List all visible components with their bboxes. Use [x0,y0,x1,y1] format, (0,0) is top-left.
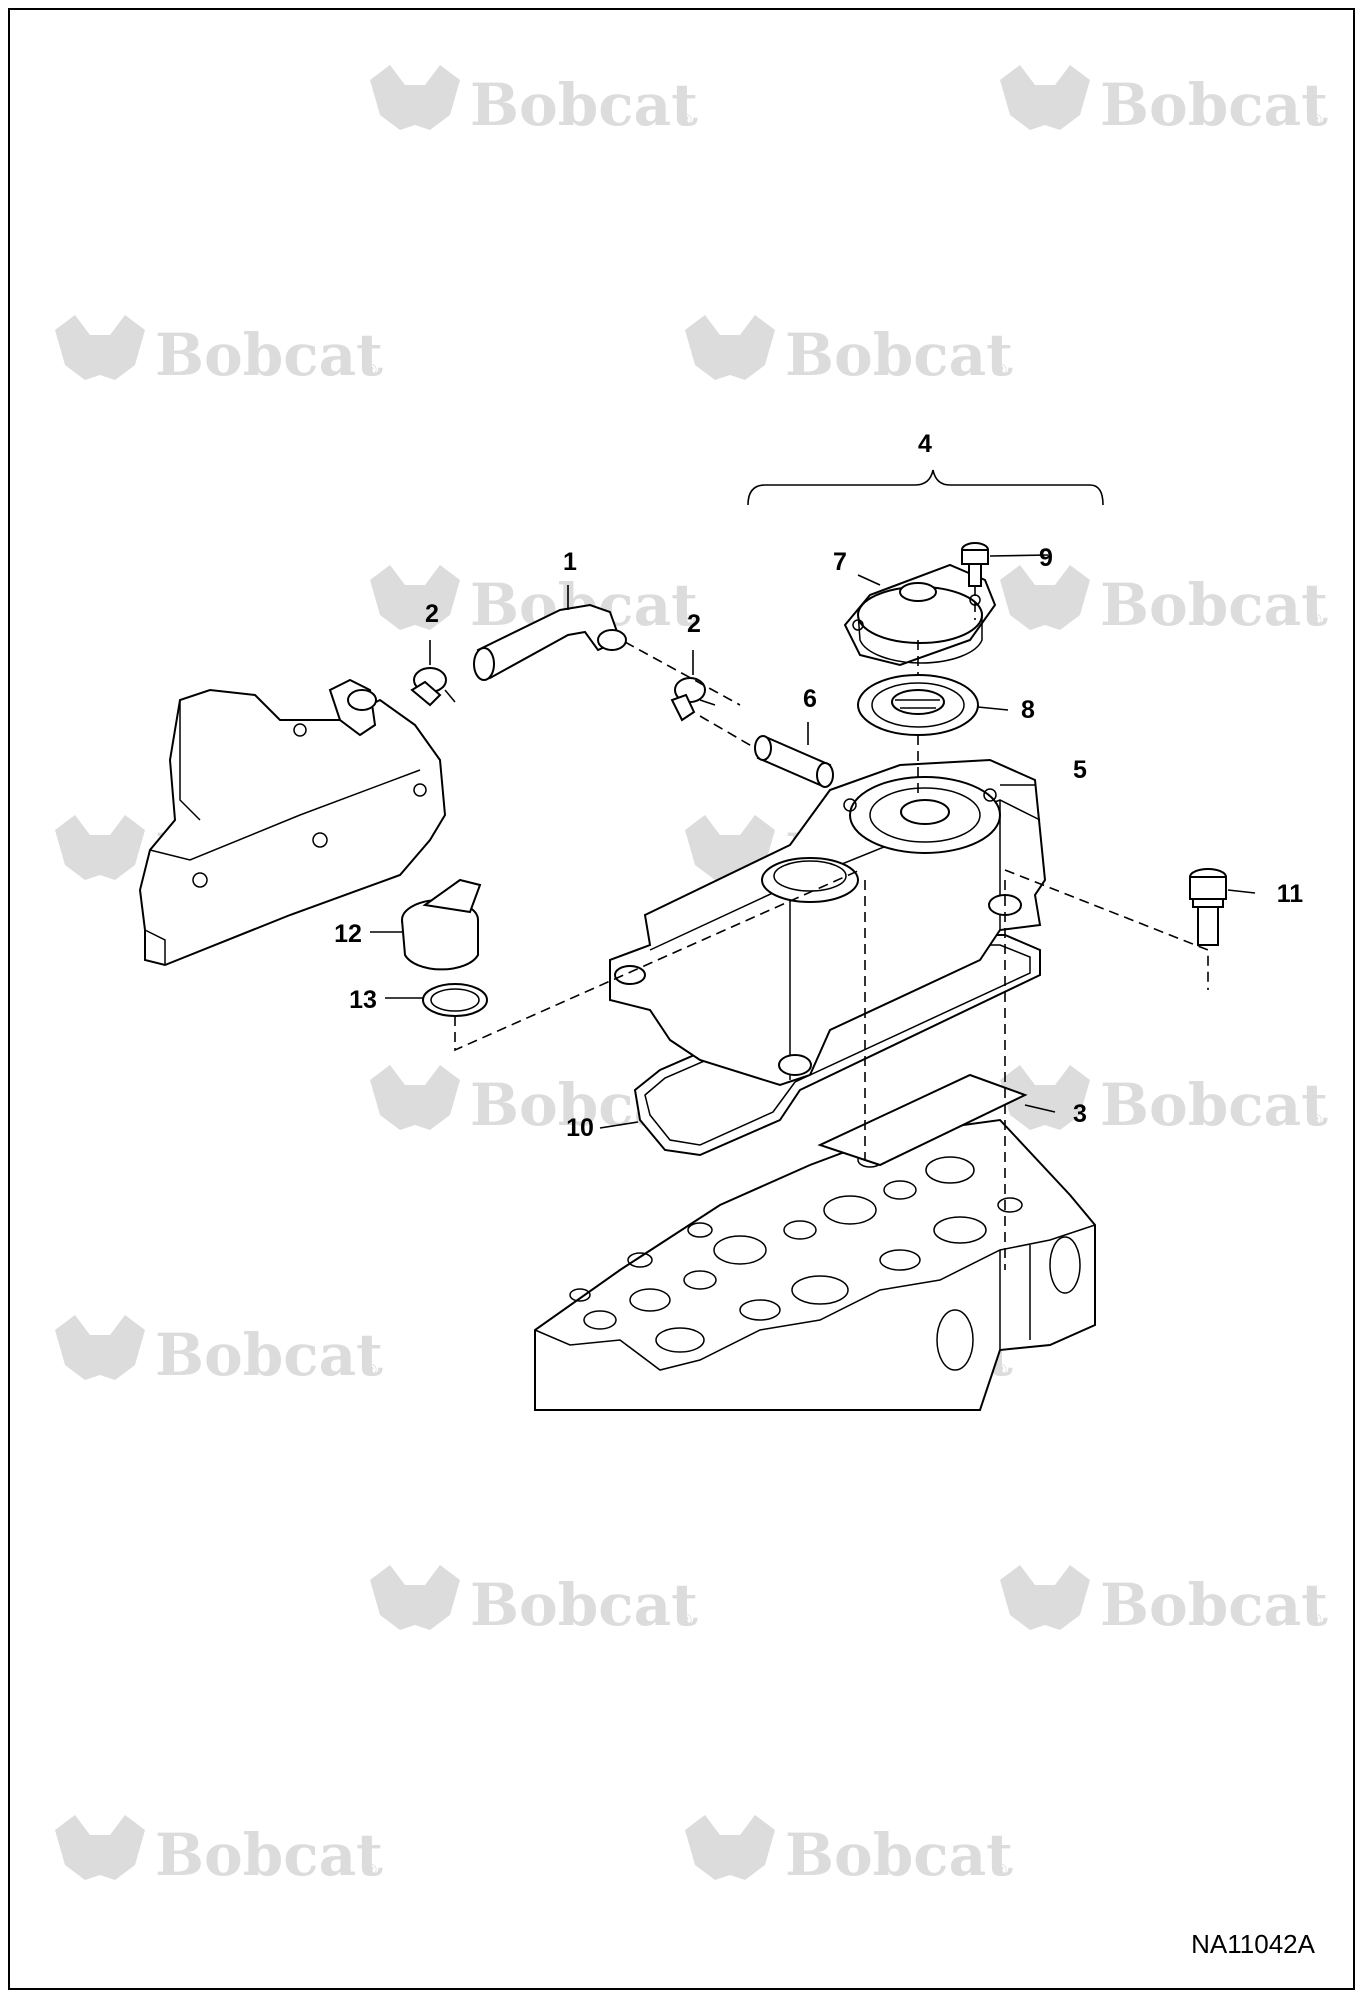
bobcat-watermark: Bobcat® [55,1815,383,1889]
bobcat-logo-icon [1000,1565,1090,1630]
bobcat-logo-icon [55,315,145,380]
hose-clamp-left [410,667,456,707]
callout-2-left: 2 [425,600,439,628]
callout-1: 1 [563,548,577,576]
watermark-registered-mark: ® [365,1862,377,1879]
cover-plate [817,1073,1028,1167]
bobcat-logo-icon [55,815,145,880]
bobcat-watermark: Bobcat® [370,1565,698,1639]
bobcat-logo-icon [55,1315,145,1380]
watermark-brand-text: Bobcat [1100,1571,1328,1639]
callout-7: 7 [833,548,847,576]
watermark-brand-text: Bobcat [1100,1071,1328,1139]
watermark-registered-mark: ® [1310,112,1322,129]
leader-lines [370,554,1256,1129]
cylinder-head-drawing [534,1118,1096,1411]
watermark-registered-mark: ® [680,1612,692,1629]
watermark-brand-text: Bobcat [155,321,383,389]
watermark-registered-mark: ® [365,362,377,379]
callout-4: 4 [918,430,932,458]
bobcat-logo-icon [55,1815,145,1880]
bobcat-watermark: Bobcat® [1000,1065,1328,1139]
watermark-registered-mark: ® [680,112,692,129]
hose-clamp-right [670,677,716,722]
watermark-registered-mark: ® [995,362,1007,379]
oil-filler-cap [401,878,482,971]
bobcat-watermark: Bobcat® [55,315,383,389]
callout-10: 10 [566,1114,594,1142]
bobcat-watermark: Bobcat® [1000,65,1328,139]
watermark-registered-mark: ® [365,1362,377,1379]
callout-6: 6 [803,685,817,713]
bobcat-watermark: Bobcat® [685,1815,1013,1889]
watermark-registered-mark: ® [1310,1612,1322,1629]
bobcat-logo-icon [1000,565,1090,630]
bobcat-logo-icon [685,315,775,380]
bobcat-logo-icon [1000,65,1090,130]
bobcat-logo-icon [370,1065,460,1130]
watermark-brand-text: Bobcat [785,1821,1013,1889]
callout-13: 13 [349,986,377,1014]
bobcat-logo-icon [685,1815,775,1880]
cover-bolt [1189,868,1227,946]
bobcat-logo-icon [370,565,460,630]
callout-9: 9 [1039,544,1053,572]
watermark-brand-text: Bobcat [785,321,1013,389]
o-ring [422,983,488,1017]
watermark-brand-text: Bobcat [155,1821,383,1889]
bobcat-watermark: Bobcat® [370,65,698,139]
breather-cap [843,563,997,667]
bobcat-logo-icon [1000,1065,1090,1130]
breather-tube [754,735,834,788]
bobcat-logo-icon [370,1565,460,1630]
watermark-registered-mark: ® [1310,612,1322,629]
diagram-frame [8,8,1355,1990]
watermark-registered-mark: ® [680,612,692,629]
watermark-brand-text: Bobcat [155,1321,383,1389]
callout-11: 11 [1277,880,1304,908]
intake-manifold [138,678,447,967]
drawing-number: NA11042A [1191,1929,1315,1959]
assembly-lines [454,586,1209,1270]
breather-hose [473,603,627,681]
watermark-registered-mark: ® [1310,1112,1322,1129]
callout-2-right: 2 [687,610,701,638]
bobcat-watermark: Bobcat® [685,315,1013,389]
watermark-brand-text: Bobcat [1100,71,1328,139]
callout-5: 5 [1073,756,1087,784]
watermark-brand-text: Bobcat [470,71,698,139]
callout-12: 12 [334,920,362,948]
bobcat-logo-icon [370,65,460,130]
valve-cover [609,758,1047,1087]
watermark-registered-mark: ® [995,1362,1007,1379]
assembly-bracket [747,469,1104,506]
breather-diaphragm [857,674,979,736]
breather-bolt [961,542,989,587]
callout-8: 8 [1021,696,1035,724]
watermark-registered-mark: ® [995,1862,1007,1879]
watermark-brand-text: Bobcat [470,1571,698,1639]
callout-3: 3 [1073,1100,1087,1128]
bobcat-watermark: Bobcat® [1000,565,1328,639]
bobcat-watermark: Bobcat® [55,1315,383,1389]
watermark-brand-text: Bobcat [1100,571,1328,639]
bobcat-watermark: Bobcat® [1000,1565,1328,1639]
